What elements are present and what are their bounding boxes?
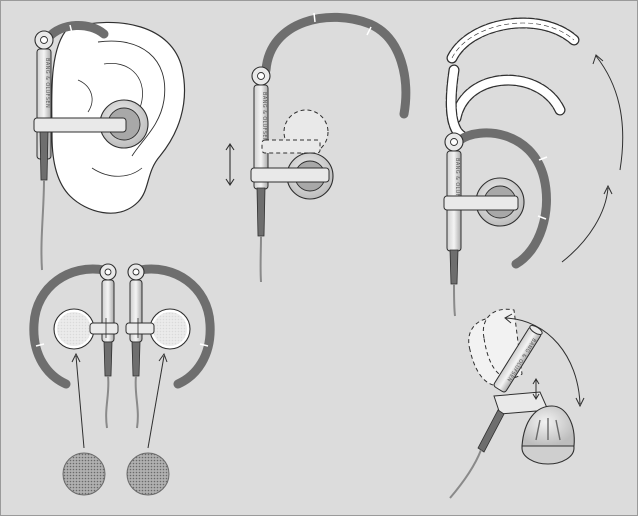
speaker-bracket — [251, 168, 329, 182]
mesh-cover-left — [63, 453, 105, 495]
mesh-cover-right — [127, 453, 169, 495]
right-bracket — [126, 323, 154, 334]
speaker-bracket — [444, 196, 518, 210]
brand-label: BANG & OLUFSEN — [261, 92, 267, 142]
right-stem-lower — [132, 342, 140, 376]
stem-lower — [40, 132, 48, 180]
stem-lower — [257, 188, 265, 236]
stem-lower — [450, 250, 458, 284]
left-stem-lower — [104, 342, 112, 376]
speaker-bracket — [34, 118, 126, 132]
cable — [454, 284, 455, 316]
bracket-previous-position — [262, 140, 320, 153]
brand-label: BANG & OLUFSEN — [44, 58, 50, 108]
left-bracket — [90, 323, 118, 334]
